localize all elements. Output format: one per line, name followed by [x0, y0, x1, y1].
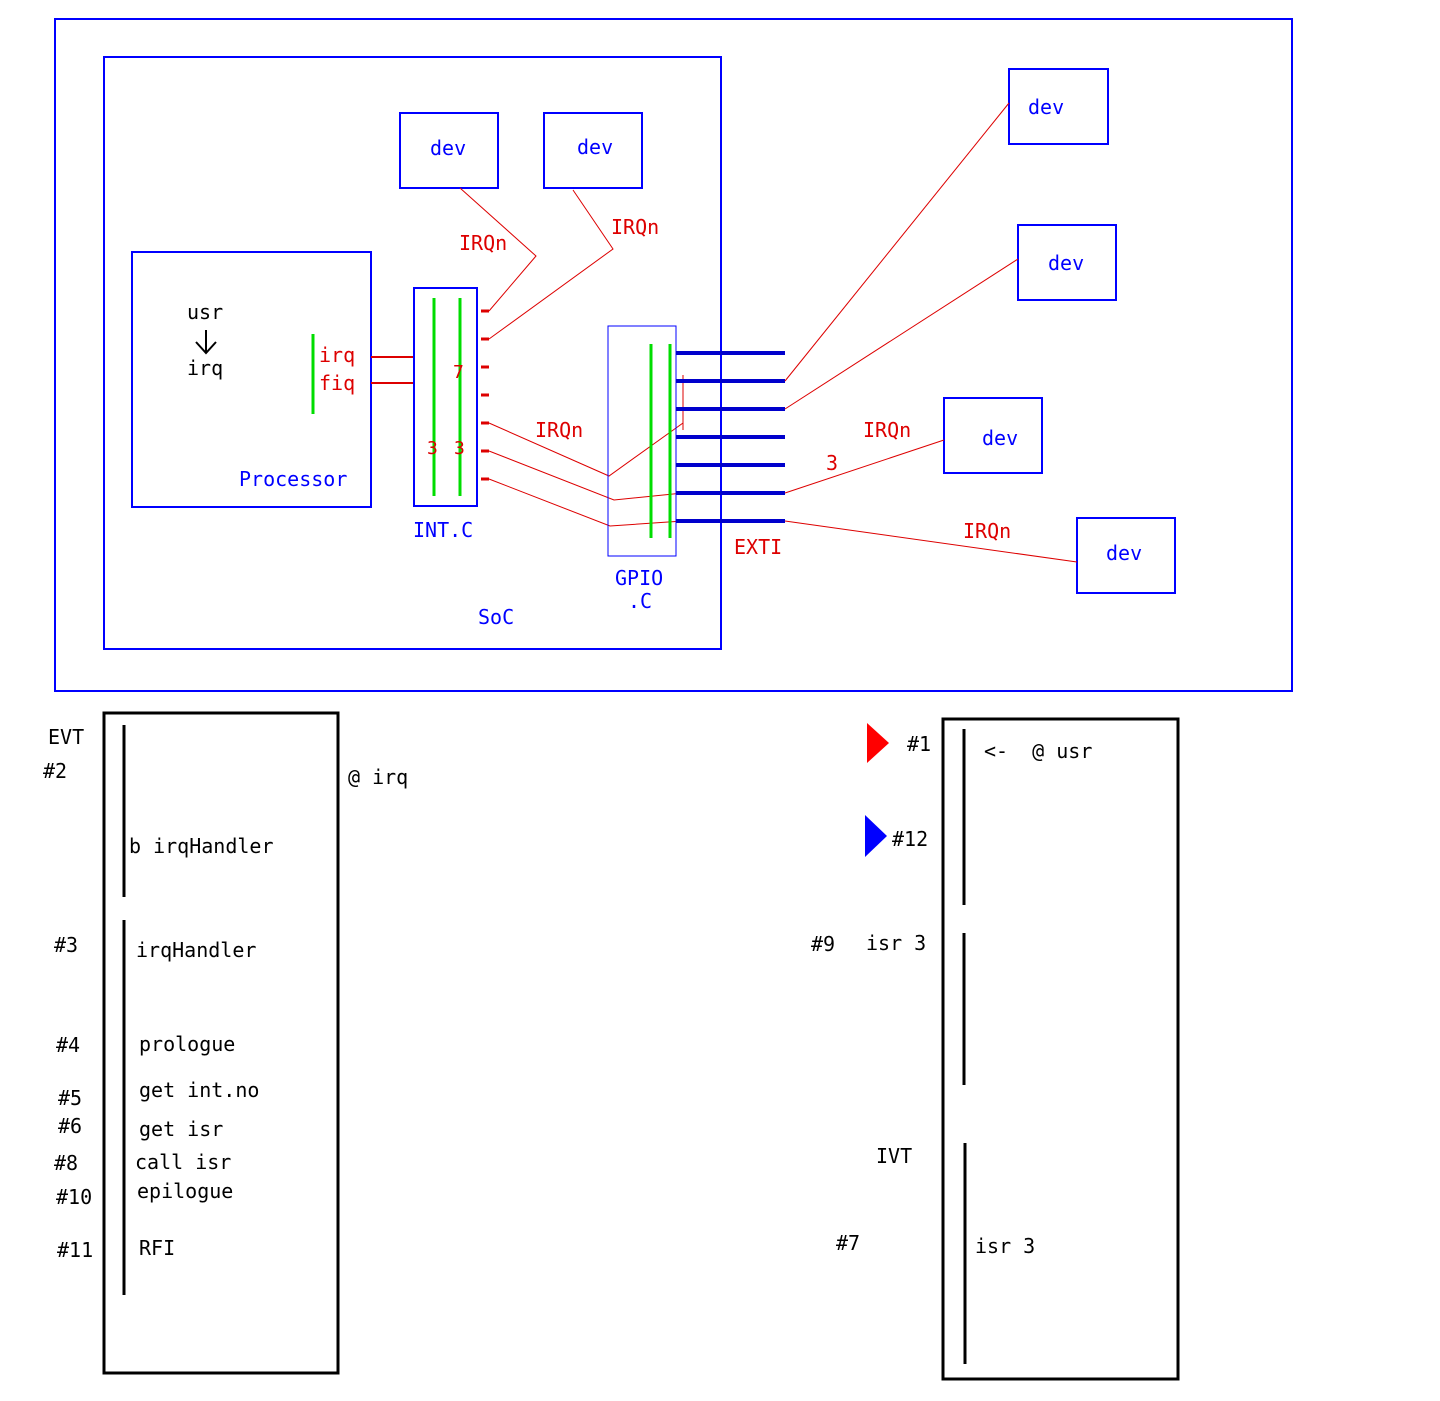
inner-irqn-label-1: IRQn: [459, 231, 507, 255]
intc-gpio-wire-2: [488, 450, 684, 501]
ext-wire-4: [784, 520, 1078, 563]
soc-box: [103, 56, 722, 650]
exti-label: EXTI: [734, 535, 782, 559]
ext-dev-box-1: [1008, 68, 1109, 145]
evt-step-num-6: #6: [58, 1114, 82, 1138]
ext-irqn-label-a: IRQn: [863, 418, 911, 442]
ivt-step-1: #1: [907, 732, 931, 756]
gpio-box: [607, 325, 677, 557]
intc-box: [413, 287, 478, 507]
evt-step-text-10: epilogue: [137, 1179, 233, 1203]
evt-step-text-2: b irqHandler: [129, 834, 274, 858]
inner-dev-box-2: [543, 112, 643, 189]
inner-irq-wire-1: [459, 187, 537, 312]
intc-line-3a: 3: [427, 438, 438, 459]
evt-step-num-11: #11: [57, 1238, 93, 1262]
evt-step-text-6: get isr: [139, 1117, 223, 1141]
inner-dev-label-1: dev: [430, 136, 466, 160]
processor-label: Processor: [239, 467, 347, 491]
ext-dev-box-3: [943, 397, 1043, 474]
evt-step-text-8: call isr: [135, 1150, 231, 1174]
gpio-pins: [676, 351, 785, 523]
ivt-label: IVT: [876, 1144, 912, 1168]
system-box: [54, 18, 1293, 692]
intc-line-7: 7: [453, 362, 464, 383]
evt-box: [102, 711, 340, 1375]
evt-label: EVT: [48, 725, 84, 749]
inner-dev-box-1: [399, 112, 499, 189]
gpio-label-line2: .C: [628, 589, 652, 613]
fiq-line-label: fiq: [319, 371, 355, 395]
evt-step-num-8: #8: [54, 1151, 78, 1175]
ivt-isr-outer-label: isr 3: [866, 931, 926, 955]
evt-step-num-4: #4: [56, 1033, 80, 1057]
intc-gpio-wire-1: [488, 422, 684, 477]
ivt-step-12: #12: [892, 827, 928, 851]
evt-step-text-11: RFI: [139, 1236, 175, 1260]
evt-step-num-5: #5: [58, 1086, 82, 1110]
ext-dev-label-1: dev: [1028, 95, 1064, 119]
ivt-box: [941, 717, 1180, 1381]
processor-box: [131, 251, 372, 508]
inner-irqn-label-3: IRQn: [535, 418, 583, 442]
ext-dev-label-2: dev: [1048, 251, 1084, 275]
ivt-isr-entry: isr 3: [975, 1234, 1035, 1258]
ext-dev-box-2: [1017, 224, 1117, 301]
ext-dev-label-4: dev: [1106, 541, 1142, 565]
start-marker-red-icon: [867, 723, 889, 763]
soc-label: SoC: [478, 605, 514, 629]
evt-step-num-2: #2: [43, 759, 67, 783]
ivt-step-9: #9: [811, 932, 835, 956]
ext-irqn-label-b: IRQn: [963, 519, 1011, 543]
evt-step-text-5: get int.no: [139, 1078, 259, 1102]
evt-step-text-3: irqHandler: [136, 938, 256, 962]
mode-usr-label: usr: [187, 300, 223, 324]
intc-pins: [481, 309, 489, 481]
inner-dev-label-2: dev: [577, 135, 613, 159]
end-marker-blue-icon: [865, 815, 887, 857]
mode-irq-label: irq: [187, 356, 223, 380]
ext-dev-label-3: dev: [982, 426, 1018, 450]
ext-pin-3-label: 3: [826, 451, 838, 475]
gpio-label-line1: GPIO: [615, 566, 663, 590]
evt-step-num-10: #10: [56, 1185, 92, 1209]
ivt-usr-note: <- @ usr: [984, 739, 1092, 763]
ext-wire-1: [784, 102, 1010, 382]
inner-irq-wire-2: [488, 189, 614, 340]
intc-gpio-wire-3: [488, 478, 684, 527]
ivt-step-7: #7: [836, 1231, 860, 1255]
ext-wire-3: [784, 439, 945, 494]
ext-dev-box-4: [1076, 517, 1176, 594]
irq-line-label: irq: [319, 343, 355, 367]
ext-wire-2: [784, 258, 1019, 410]
evt-mode-note: @ irq: [348, 765, 408, 789]
intc-line-3b: 3: [454, 438, 465, 459]
intc-label: INT.C: [413, 518, 473, 542]
evt-step-text-4: prologue: [139, 1032, 235, 1056]
inner-irqn-label-2: IRQn: [611, 215, 659, 239]
evt-step-num-3: #3: [54, 933, 78, 957]
mode-arrow-icon: [195, 330, 217, 355]
